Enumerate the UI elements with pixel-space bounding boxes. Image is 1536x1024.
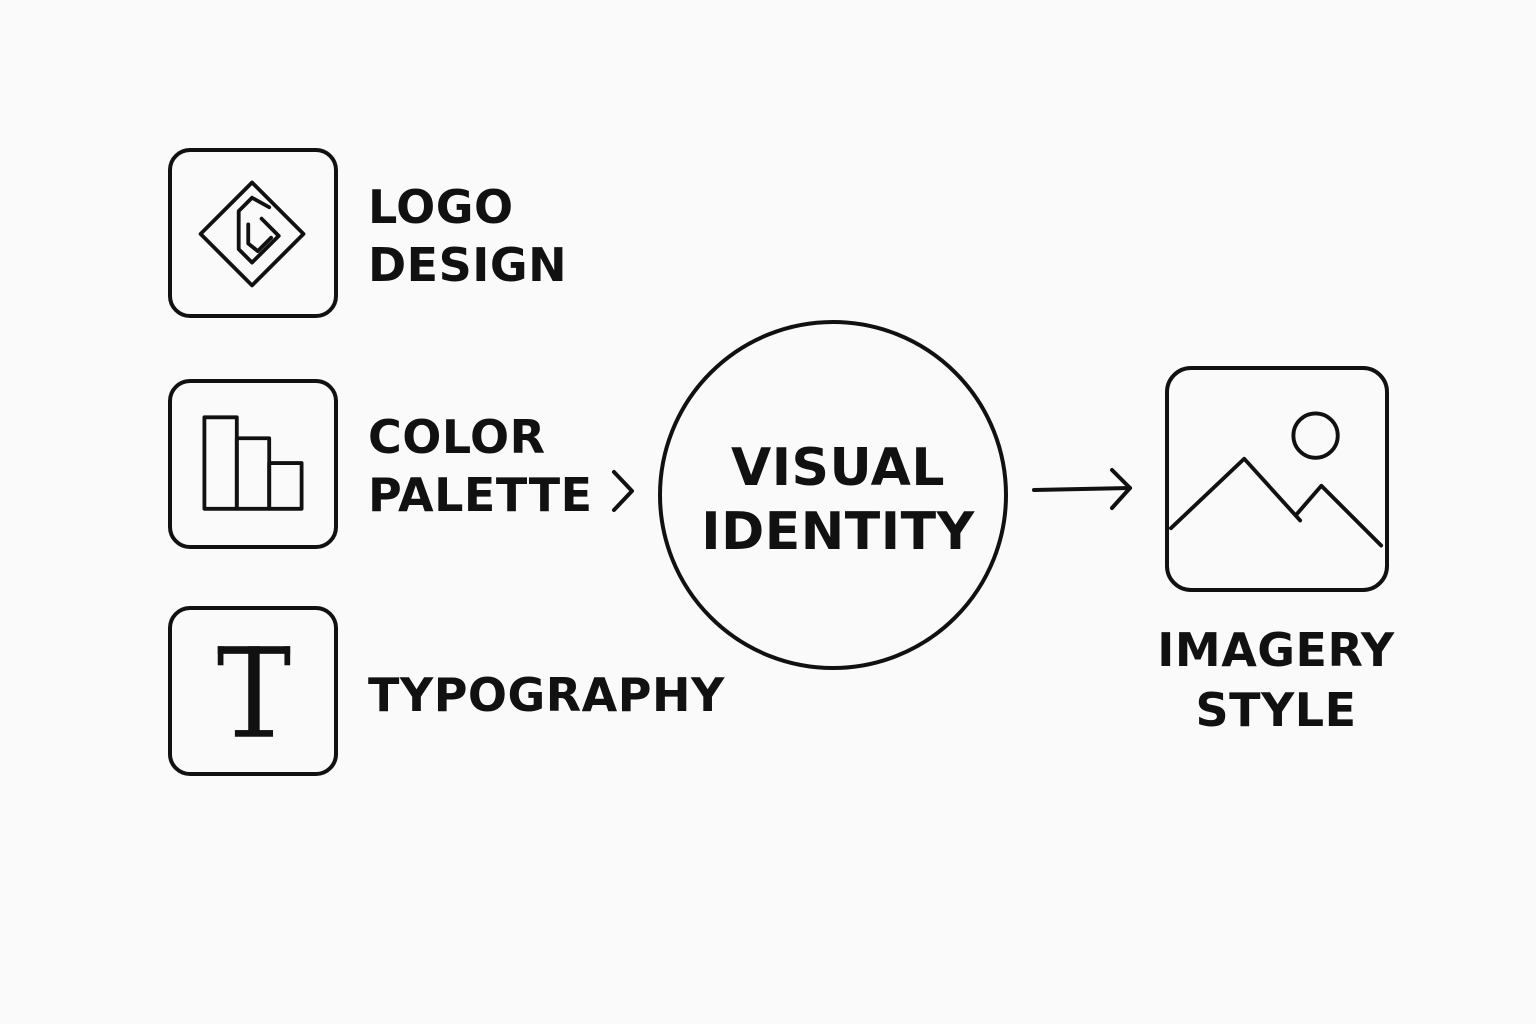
color-palette-label-line-1: COLOR (368, 410, 546, 464)
typography-label: TYPOGRAPHY (368, 666, 725, 724)
visual-identity-label-line-2: IDENTITY (701, 502, 975, 562)
color-palette-label-line-2: PALETTE (368, 468, 593, 522)
letter-t-icon (217, 646, 291, 737)
color-palette-label: COLOR PALETTE (368, 408, 593, 524)
logo-design-label-line-1: LOGO (368, 180, 514, 234)
color-palette-icon-box (168, 379, 338, 549)
visual-identity-label: VISUAL IDENTITY (658, 436, 1018, 564)
chevron-right-icon (612, 470, 634, 512)
visual-identity-label-line-1: VISUAL (730, 438, 946, 498)
logo-diamond-icon (198, 180, 306, 288)
color-bars-icon (202, 415, 304, 511)
logo-design-icon-box (168, 148, 338, 318)
image-landscape-icon (1169, 411, 1384, 548)
imagery-style-label: IMAGERY STYLE (1140, 620, 1412, 740)
visual-identity-circle (658, 320, 1008, 670)
logo-design-label-line-2: DESIGN (368, 238, 568, 292)
imagery-style-icon-box (1165, 366, 1389, 592)
imagery-style-label-line-1: IMAGERY (1157, 623, 1395, 677)
typography-icon-box (168, 606, 338, 776)
typography-label-line-1: TYPOGRAPHY (368, 668, 725, 722)
arrow-right-icon (1032, 468, 1132, 510)
logo-design-label: LOGO DESIGN (368, 178, 567, 294)
imagery-style-label-line-2: STYLE (1195, 683, 1357, 737)
